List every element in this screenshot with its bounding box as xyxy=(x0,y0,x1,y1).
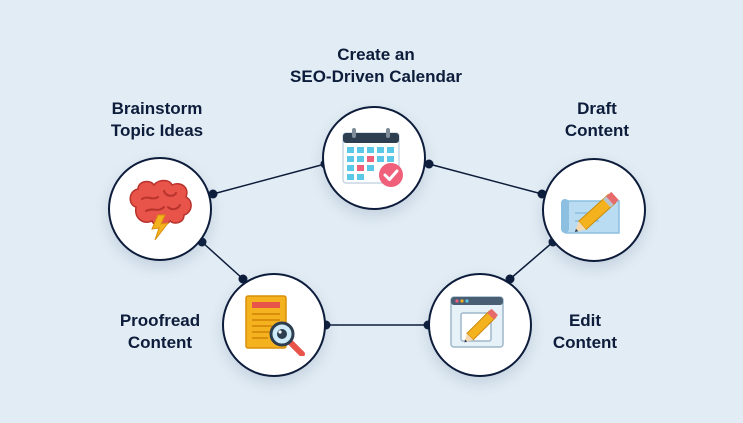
node-edit xyxy=(428,273,532,377)
label-proofread-line1: Proofread xyxy=(119,311,201,330)
connector-dot xyxy=(424,159,434,169)
label-brainstorm: Brainstorm Topic Ideas xyxy=(82,98,232,142)
node-calendar xyxy=(322,106,426,210)
label-brainstorm-line2: Topic Ideas xyxy=(110,121,204,140)
connector-calendar-draft xyxy=(428,163,543,195)
brain-icon xyxy=(129,179,192,241)
connector-brainstorm-calendar xyxy=(212,163,326,195)
label-edit: Edit Content xyxy=(525,310,645,354)
node-brainstorm xyxy=(108,157,212,261)
label-calendar-line1: Create an xyxy=(337,45,415,64)
blueprint-pencil-icon xyxy=(561,191,620,234)
label-calendar: Create an SEO-Driven Calendar xyxy=(262,44,490,88)
label-draft: Draft Content xyxy=(532,98,662,142)
label-edit-line1: Edit xyxy=(568,311,602,330)
label-proofread: Proofread Content xyxy=(100,310,220,354)
node-proofread xyxy=(222,273,326,377)
edit-window-icon xyxy=(450,296,504,348)
connector-dot xyxy=(208,189,218,199)
document-magnifier-icon xyxy=(245,295,305,356)
label-draft-line1: Draft xyxy=(577,99,617,118)
label-draft-line2: Content xyxy=(564,121,630,140)
calendar-icon xyxy=(342,128,403,187)
connector-brainstorm-proofread xyxy=(201,241,244,280)
label-edit-line2: Content xyxy=(552,333,618,352)
label-brainstorm-line1: Brainstorm xyxy=(111,99,203,118)
node-draft xyxy=(542,158,646,262)
connector-draft-edit xyxy=(509,241,554,280)
label-proofread-line2: Content xyxy=(127,333,193,352)
label-calendar-line2: SEO-Driven Calendar xyxy=(290,67,462,86)
